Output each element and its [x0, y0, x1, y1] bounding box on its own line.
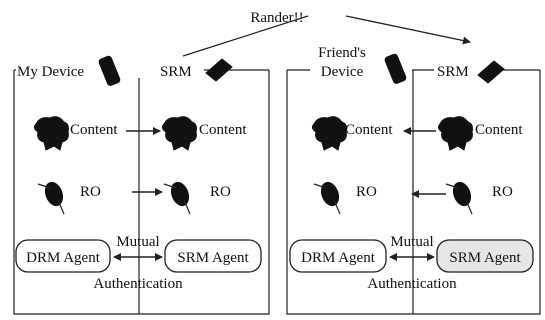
content-label-left-1: Content — [70, 122, 118, 138]
drm-agent-box-right — [289, 239, 387, 273]
content-label-right-2: Content — [475, 122, 523, 138]
ro-label-left-1: RO — [80, 184, 101, 200]
memory-card-icon — [477, 60, 505, 84]
mutual-label-right: Mutual — [390, 234, 433, 250]
phone-icon — [384, 53, 407, 84]
rights-object-icon — [313, 181, 341, 215]
content-label-left-2: Content — [199, 122, 247, 138]
rander-arrow-head — [345, 15, 471, 45]
rights-object-icon — [37, 181, 65, 215]
content-icon — [311, 116, 347, 151]
content-icon — [161, 116, 197, 151]
drm-agent-label-left: DRM Agent — [26, 250, 101, 266]
srm-agent-label-left: SRM Agent — [177, 250, 249, 266]
drm-agent-label-right: DRM Agent — [301, 250, 376, 266]
friends-device-label-1: Friend's — [318, 45, 366, 61]
authentication-label-right: Authentication — [367, 276, 457, 292]
panel-left-outline — [13, 70, 270, 315]
ro-label-right-2: RO — [492, 184, 513, 200]
phone-icon — [98, 55, 121, 86]
mutual-label-left: Mutual — [116, 234, 159, 250]
panel-my-device: My Device SRM Content Content RO — [13, 55, 270, 315]
content-icon — [33, 116, 69, 151]
ro-label-right-1: RO — [356, 184, 377, 200]
rander-label: Rander!! — [250, 10, 303, 26]
content-icon — [437, 116, 473, 151]
panel-friends-device: Friend's Device SRM Content Content RO — [286, 45, 541, 315]
srm-agent-label-right: SRM Agent — [449, 250, 521, 266]
srm-label-right: SRM — [437, 64, 469, 80]
rander-arrow-tail — [182, 15, 309, 57]
ro-label-left-2: RO — [210, 184, 231, 200]
srm-agent-box-left — [164, 239, 262, 273]
friends-device-label-2: Device — [321, 64, 364, 80]
srm-label-left: SRM — [160, 64, 192, 80]
memory-card-icon — [205, 58, 233, 82]
rights-object-icon — [163, 181, 191, 215]
rights-object-icon — [445, 181, 473, 215]
srm-agent-box-right — [436, 239, 534, 273]
drm-agent-box-left — [15, 239, 111, 273]
authentication-label-left: Authentication — [93, 276, 183, 292]
my-device-label: My Device — [17, 64, 84, 80]
content-label-right-1: Content — [345, 122, 393, 138]
